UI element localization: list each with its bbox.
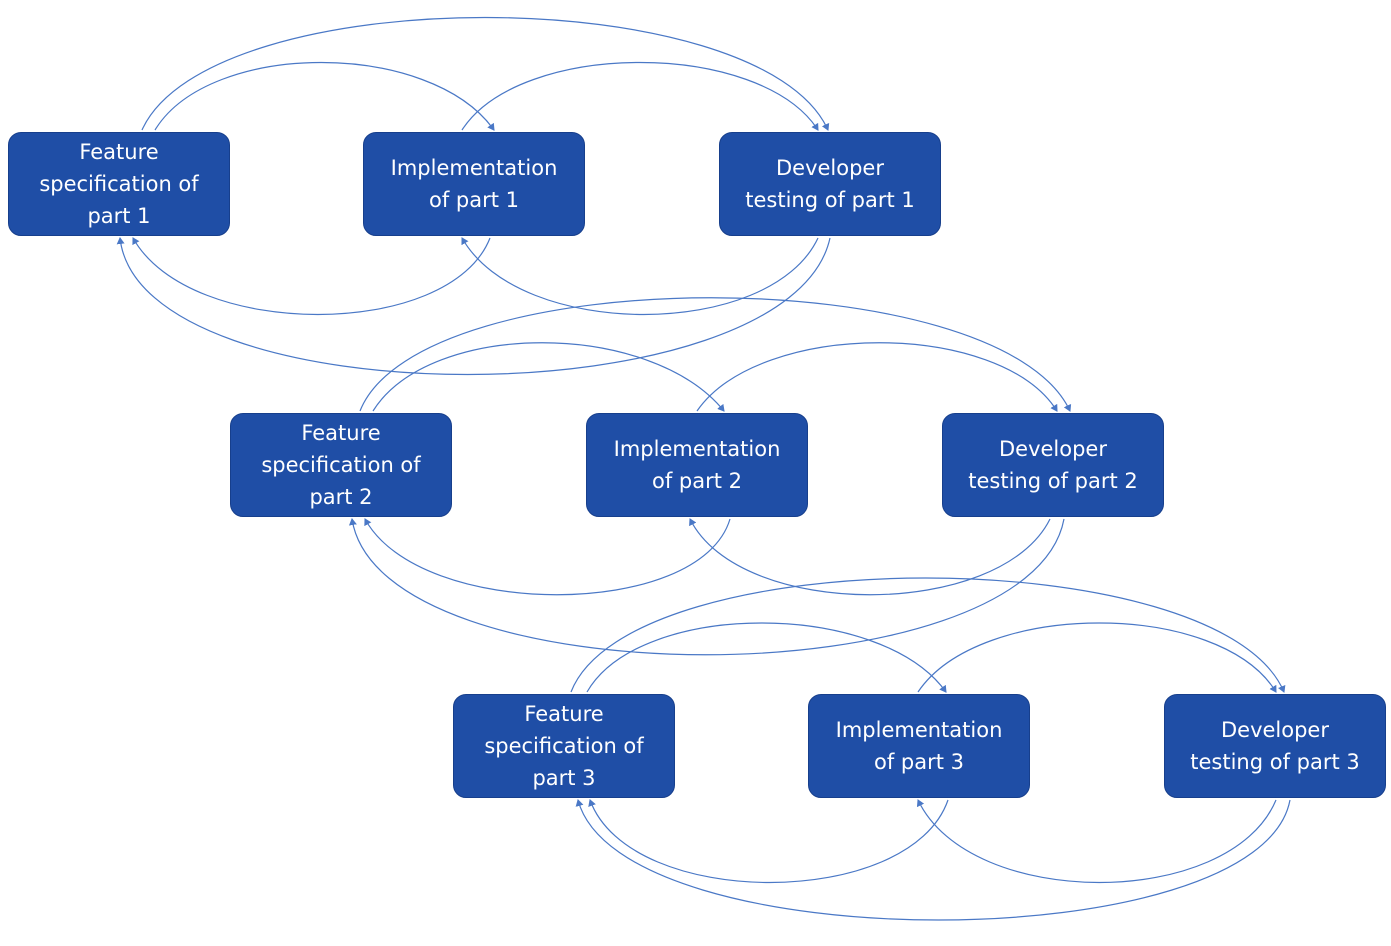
arrow-d3-to-i3 — [916, 799, 1277, 883]
box-label: Feature specification of part 1 — [39, 140, 199, 228]
arrow-d3-to-f3 — [575, 799, 1291, 921]
arrow-d1-to-i1 — [461, 237, 819, 316]
box-label: Feature specification of part 3 — [484, 702, 644, 790]
feature-specification-part-3-box[interactable]: Feature specification of part 3 — [453, 694, 675, 798]
arrow-i3-to-d3 — [917, 622, 1277, 693]
box-label: Developer testing of part 2 — [968, 437, 1138, 493]
box-label: Implementation of part 1 — [390, 156, 558, 212]
arrow-f1-to-d1 — [141, 16, 830, 131]
arrow-f1-to-i1 — [154, 62, 495, 131]
box-label: Feature specification of part 2 — [261, 421, 421, 509]
box-label: Implementation of part 2 — [613, 437, 781, 493]
arrow-i1-to-d1 — [461, 61, 819, 131]
developer-testing-part-2-box[interactable]: Developer testing of part 2 — [942, 413, 1164, 517]
implementation-part-2-box[interactable]: Implementation of part 2 — [586, 413, 808, 517]
arrow-d1-to-f1 — [116, 237, 831, 376]
box-label: Implementation of part 3 — [835, 718, 1003, 774]
implementation-part-3-box[interactable]: Implementation of part 3 — [808, 694, 1030, 798]
arrow-f2-to-d2 — [359, 297, 1072, 412]
arrow-f2-to-i2 — [372, 342, 725, 412]
arrow-i3-to-f3 — [588, 799, 949, 883]
developer-testing-part-3-box[interactable]: Developer testing of part 3 — [1164, 694, 1386, 798]
arrow-d2-to-f2 — [348, 518, 1065, 656]
feature-specification-part-1-box[interactable]: Feature specification of part 1 — [8, 132, 230, 236]
box-label: Developer testing of part 3 — [1190, 718, 1360, 774]
implementation-part-1-box[interactable]: Implementation of part 1 — [363, 132, 585, 236]
developer-testing-part-1-box[interactable]: Developer testing of part 1 — [719, 132, 941, 236]
arrow-d2-to-i2 — [689, 518, 1051, 596]
feature-specification-part-2-box[interactable]: Feature specification of part 2 — [230, 413, 452, 517]
box-label: Developer testing of part 1 — [745, 156, 915, 212]
arrow-i1-to-f1 — [132, 237, 491, 315]
arrow-f3-to-i3 — [586, 622, 947, 693]
arrow-i2-to-d2 — [696, 342, 1058, 412]
arrow-f3-to-d3 — [570, 577, 1286, 693]
arrow-i2-to-f2 — [364, 518, 731, 596]
